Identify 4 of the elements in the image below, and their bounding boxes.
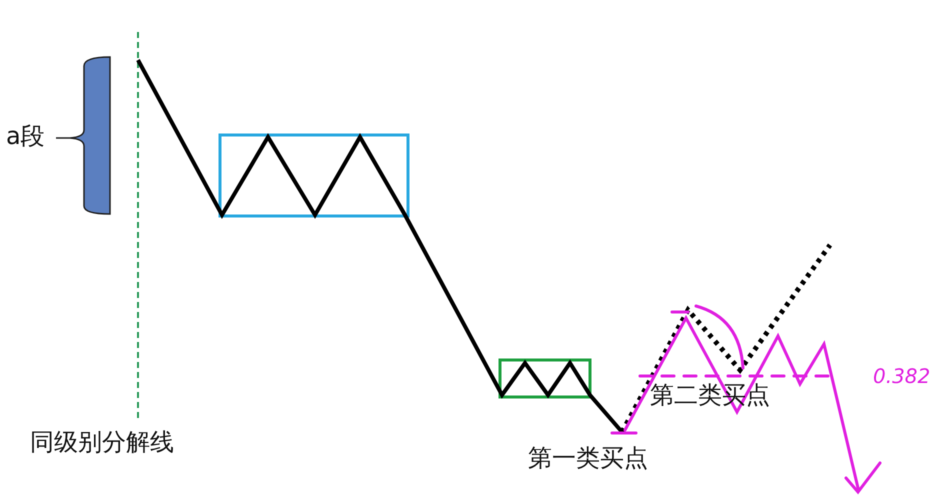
ratio-label: 0.382	[873, 366, 930, 386]
segment-label: a段	[6, 124, 45, 148]
buy-point-label: 第一类买点	[528, 446, 648, 470]
divider-label: 同级别分解线	[30, 430, 174, 454]
